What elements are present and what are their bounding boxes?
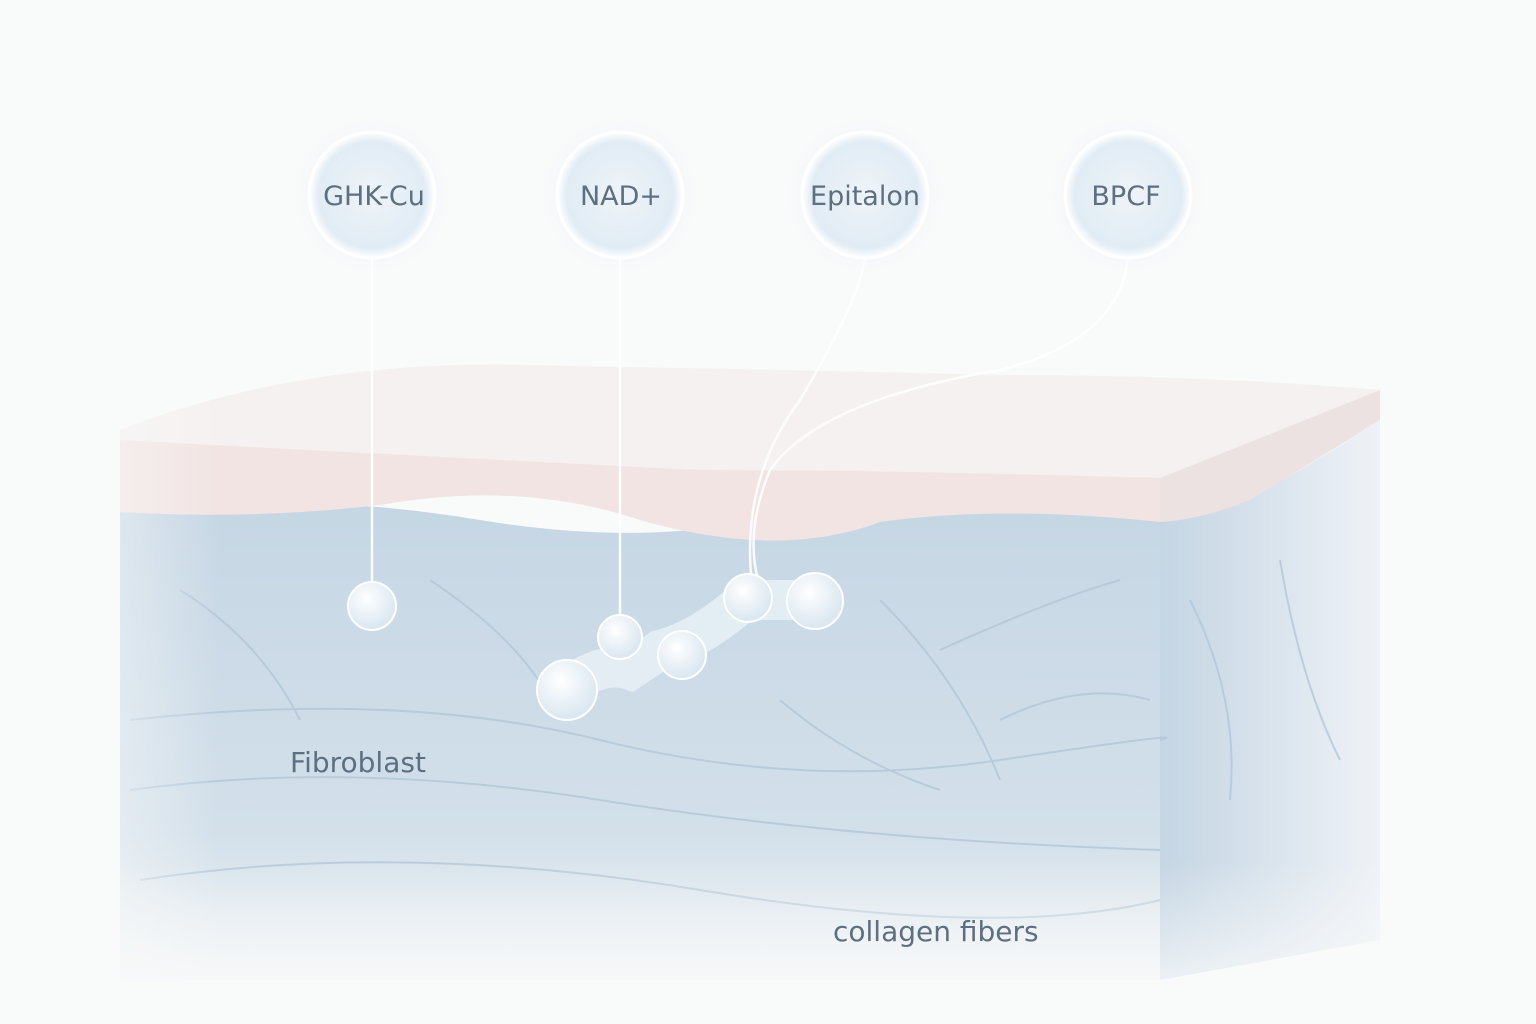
dermis-side	[1160, 420, 1380, 980]
peptide-chain	[536, 572, 844, 721]
peptide-label: GHK-Cu	[323, 181, 425, 212]
peptide-bubble-epitalon: Epitalon	[785, 115, 945, 275]
peptide-bubble-bpcf: BPCF	[1048, 115, 1208, 275]
epidermis-top	[120, 364, 1380, 478]
skin-block	[0, 340, 1536, 1024]
epidermis-side	[1160, 390, 1380, 522]
fibroblast-label: Fibroblast	[290, 746, 426, 779]
fibroblast-sphere	[347, 581, 397, 631]
connector-lines	[370, 256, 1130, 620]
peptide-label: Epitalon	[810, 181, 920, 212]
peptide-label: NAD+	[580, 181, 662, 212]
epidermis-front	[120, 440, 1160, 541]
peptide-label: BPCF	[1091, 181, 1160, 212]
peptide-bubble-ghk-cu: GHK-Cu	[292, 115, 452, 275]
collagen-fibers-label: collagen fibers	[833, 915, 1039, 948]
peptide-bubble-nad: NAD+	[540, 115, 700, 275]
